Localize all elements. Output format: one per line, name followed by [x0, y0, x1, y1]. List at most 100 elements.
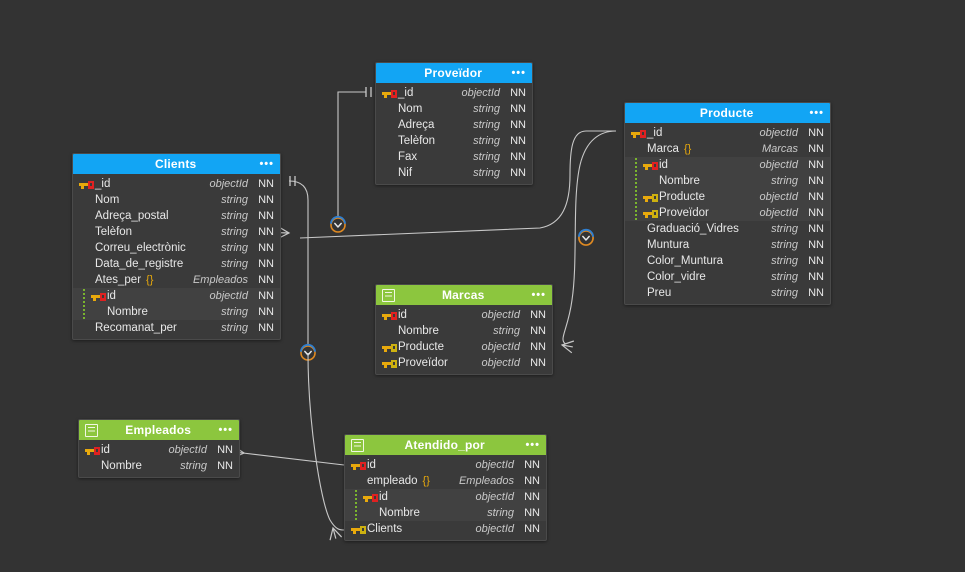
table-menu-icon[interactable]: •••	[259, 158, 274, 170]
link-collapse-badge[interactable]	[330, 215, 346, 233]
field-nullability: NN	[258, 290, 274, 302]
table-title: Atendido_por	[404, 438, 485, 452]
table-header-producte[interactable]: Producte•••	[625, 103, 830, 123]
cardinality-one-marker	[289, 176, 296, 186]
table-menu-icon[interactable]: •••	[809, 107, 824, 119]
table-header-empleados[interactable]: Empleados•••	[79, 420, 239, 440]
table-header-proveïdor[interactable]: Proveïdor•••	[376, 63, 532, 83]
foreign-key-icon	[350, 524, 367, 535]
field-name: Nombre	[379, 507, 420, 519]
field-name: id	[659, 159, 668, 171]
field-name: Marca	[647, 143, 679, 155]
table-header-atendido_por[interactable]: Atendido_por •••	[345, 435, 546, 455]
relationship-link-clients-to-atendido[interactable]	[307, 352, 345, 541]
table-menu-icon[interactable]: •••	[511, 67, 526, 79]
field-type: objectId	[759, 127, 798, 139]
relationship-link-atendido-to-empleados[interactable]	[232, 445, 345, 466]
field-name: Correu_electrònic	[95, 242, 186, 254]
field-nullability: NN	[510, 87, 526, 99]
field-type: string	[221, 194, 248, 206]
field-nullability: NN	[524, 523, 540, 535]
cardinality-one-marker	[365, 87, 372, 97]
primary-key-icon	[381, 310, 398, 321]
table-header-marcas[interactable]: Marcas•••	[376, 285, 552, 305]
field-type: objectId	[759, 191, 798, 203]
key-slot-empty	[642, 176, 659, 187]
table-menu-icon[interactable]: •••	[525, 439, 540, 451]
key-slot-empty	[78, 243, 95, 254]
field-nullability: NN	[808, 239, 824, 251]
link-collapse-badge[interactable]	[300, 343, 316, 361]
field-type: string	[487, 507, 514, 519]
relationship-link-producte-to-marcas[interactable]	[560, 130, 617, 354]
relationship-link-clients-to-producte[interactable]	[288, 176, 316, 361]
relationship-link-proveidor-to-clients[interactable]	[330, 87, 372, 233]
field-type: string	[473, 103, 500, 115]
field-nullability: NN	[808, 191, 824, 203]
field-nullability: NN	[510, 167, 526, 179]
table-menu-icon[interactable]: •••	[218, 424, 233, 436]
table-header-clients[interactable]: Clients•••	[73, 154, 280, 174]
link-collapse-badge[interactable]	[578, 228, 594, 246]
field-name: Color_vidre	[647, 271, 706, 283]
foreign-key-icon	[381, 342, 398, 353]
field-type: string	[473, 135, 500, 147]
field-name: Nombre	[107, 306, 148, 318]
key-slot-empty	[90, 307, 107, 318]
field-name: Graduació_Vidres	[647, 223, 739, 235]
field-type: objectId	[475, 459, 514, 471]
field-name: Muntura	[647, 239, 690, 251]
foreign-key-icon	[642, 192, 659, 203]
table-menu-icon[interactable]: •••	[531, 289, 546, 301]
field-type: string	[493, 325, 520, 337]
link-collapse-badge[interactable]	[578, 228, 594, 246]
field-nullability: NN	[258, 322, 274, 334]
